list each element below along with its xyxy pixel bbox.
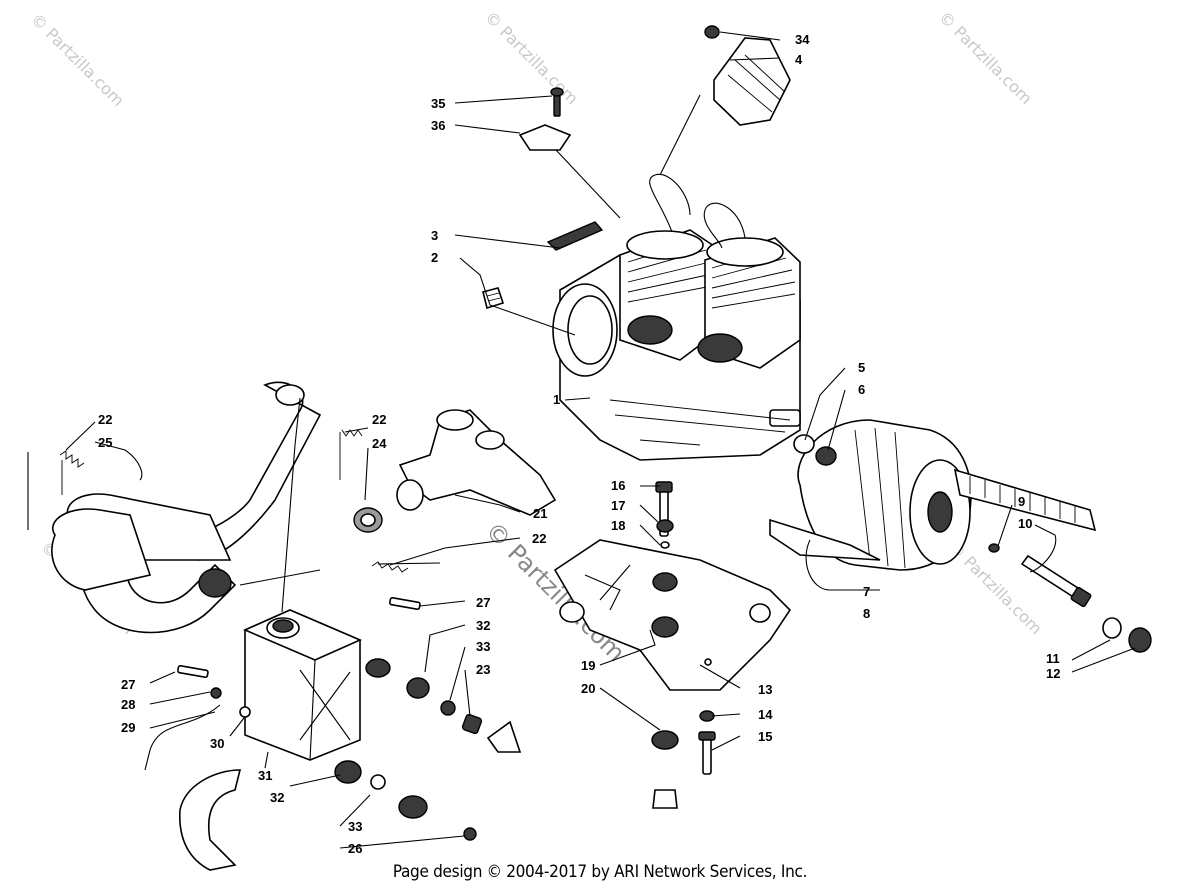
clutch-spacers[interactable] — [793, 434, 837, 466]
top-bracket[interactable] — [704, 25, 791, 126]
silencer-box[interactable] — [243, 609, 391, 761]
callout-11: 11 — [1046, 651, 1060, 666]
callout-9: 9 — [1018, 494, 1025, 509]
callout-1: 1 — [553, 392, 560, 407]
engine-mount-plate[interactable] — [553, 539, 792, 691]
callout-25: 25 — [98, 435, 112, 450]
callout-4: 4 — [795, 52, 803, 67]
callout-22-mid: 22 — [372, 412, 386, 427]
copyright-footer: Page design © 2004-2017 by ARI Network S… — [392, 862, 808, 882]
callout-19: 19 — [581, 658, 595, 673]
callout-15: 15 — [758, 729, 772, 744]
watermark-top-left: © Partzilla.com — [27, 9, 128, 110]
callout-29: 29 — [121, 720, 135, 735]
callout-27-right: 27 — [476, 595, 490, 610]
callout-18: 18 — [611, 518, 625, 533]
callout-6: 6 — [858, 382, 865, 397]
callout-36: 36 — [431, 118, 445, 133]
callout-33-bottom: 33 — [348, 819, 362, 834]
heat-shield[interactable] — [179, 769, 242, 871]
callout-16: 16 — [611, 478, 625, 493]
exhaust-springs[interactable] — [59, 429, 409, 573]
engine-assembly[interactable] — [552, 173, 801, 461]
callout-20: 20 — [581, 681, 595, 696]
callout-31: 31 — [258, 768, 272, 783]
callout-30: 30 — [210, 736, 224, 751]
callout-22-left: 22 — [98, 412, 112, 427]
cover-plate[interactable] — [518, 87, 572, 151]
watermark-top-right: © Partzilla.com — [935, 7, 1036, 108]
callout-27-left: 27 — [121, 677, 135, 692]
callout-8: 8 — [863, 606, 870, 621]
exhaust-manifold[interactable] — [396, 409, 557, 516]
callout-12: 12 — [1046, 666, 1060, 681]
callout-34: 34 — [795, 32, 810, 47]
callout-24: 24 — [372, 436, 387, 451]
callout-23: 23 — [476, 662, 490, 677]
callout-5: 5 — [858, 360, 865, 375]
silencer-hardware[interactable] — [144, 596, 522, 841]
callout-13: 13 — [758, 682, 772, 697]
callout-numbers: 1 2 3 4 5 6 7 8 9 10 11 12 13 14 15 16 1… — [98, 32, 1060, 856]
callout-22-right: 22 — [532, 531, 546, 546]
callout-35: 35 — [431, 96, 445, 111]
drive-clutch[interactable] — [769, 419, 1097, 571]
manifold-gasket[interactable] — [353, 507, 383, 533]
exhaust-pipe[interactable] — [51, 381, 322, 634]
callout-32-right: 32 — [476, 618, 490, 633]
callout-17: 17 — [611, 498, 625, 513]
callout-28: 28 — [121, 697, 135, 712]
callout-33-right: 33 — [476, 639, 490, 654]
watermark-top-center: © Partzilla.com — [481, 7, 582, 108]
callout-21: 21 — [533, 506, 547, 521]
decal-3[interactable] — [546, 221, 604, 251]
callout-32-bottom: 32 — [270, 790, 284, 805]
clutch-bolt[interactable] — [988, 543, 1152, 653]
callout-14: 14 — [758, 707, 773, 722]
callout-2: 2 — [431, 250, 438, 265]
callout-10: 10 — [1018, 516, 1032, 531]
callout-7: 7 — [863, 584, 870, 599]
callout-26: 26 — [348, 841, 362, 856]
mount-hardware[interactable] — [651, 481, 716, 809]
decal-2[interactable] — [482, 287, 505, 310]
callout-3: 3 — [431, 228, 438, 243]
leader-lines — [27, 31, 1136, 849]
